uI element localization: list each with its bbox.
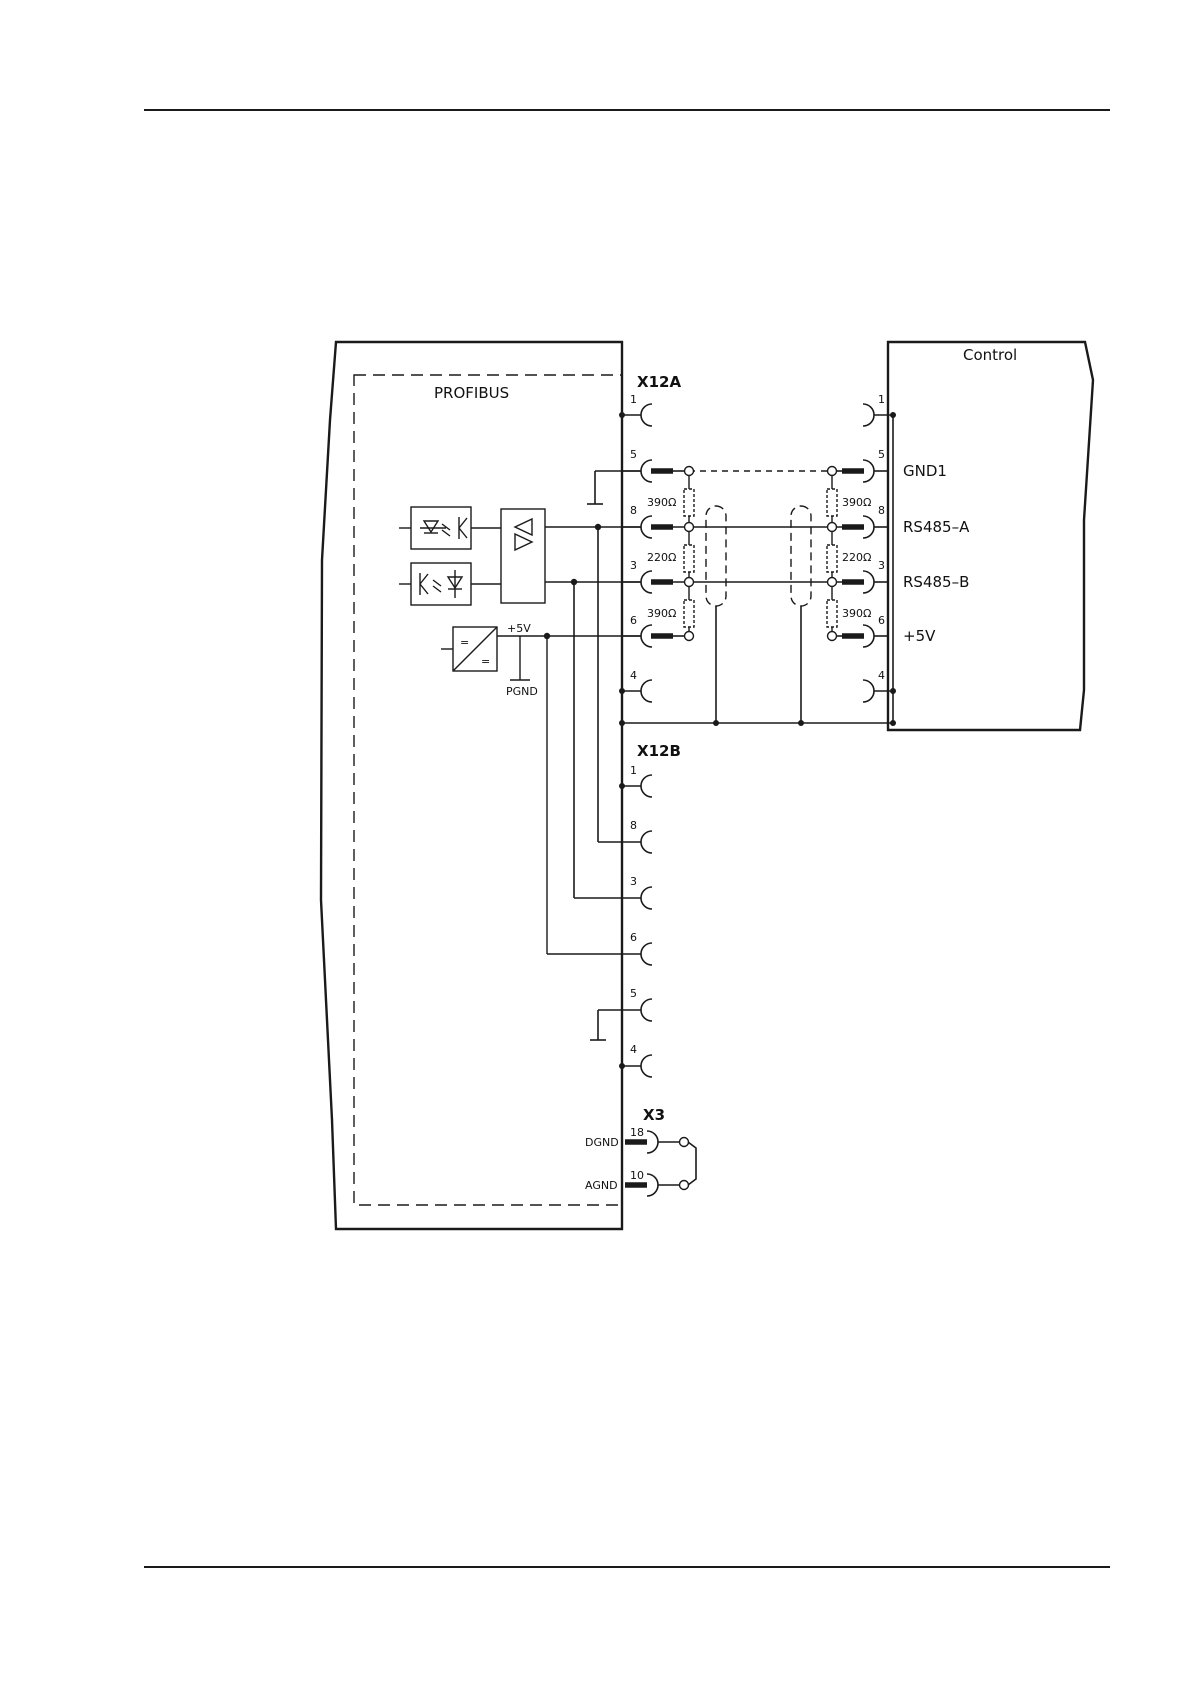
x3-pin-18: 18 [630, 1126, 644, 1139]
profibus-module-boundary [354, 375, 622, 1205]
signal-rs485-b: RS485–B [903, 573, 969, 591]
x12a-pin-8: 8 [630, 504, 637, 517]
resistor-device-390-top: 390Ω [647, 496, 676, 509]
rs485-b-wire [545, 582, 641, 898]
control-pin-1: 1 [878, 393, 885, 406]
optocoupler-rx [399, 563, 471, 605]
x12b-pin-8: 8 [630, 819, 637, 832]
cable-shield-device-end [706, 506, 726, 606]
x12b-sockets [641, 775, 652, 1077]
x3-dgnd-label: DGND [585, 1136, 619, 1149]
resistor-device-390-bottom: 390Ω [647, 607, 676, 620]
bus-lines [673, 471, 842, 636]
resistor-device-220: 220Ω [647, 551, 676, 564]
control-pin-8: 8 [878, 504, 885, 517]
x12a-pin-5: 5 [630, 448, 637, 461]
x12a-label: X12A [637, 373, 681, 391]
control-pin-6: 6 [878, 614, 885, 627]
x12b-pin-1: 1 [630, 764, 637, 777]
psu-plus5v-label: +5V [507, 622, 531, 635]
x12b-pin-3: 3 [630, 875, 637, 888]
x12a-pin5-ground [587, 471, 641, 504]
dcdc-converter [441, 627, 641, 954]
x3-agnd-label: AGND [585, 1179, 618, 1192]
psu-symbol-bottom: = [481, 655, 490, 668]
x3-pin-10: 10 [630, 1169, 644, 1182]
resistor-control-220: 220Ω [842, 551, 871, 564]
control-title: Control [963, 346, 1017, 364]
control-pin-4: 4 [878, 669, 885, 682]
x12b-label: X12B [637, 742, 681, 760]
control-pin-5: 5 [878, 448, 885, 461]
x12a-pin-1: 1 [630, 393, 637, 406]
x3-connector [622, 1131, 696, 1196]
signal-plus5v: +5V [903, 627, 936, 645]
resistor-control-390-top: 390Ω [842, 496, 871, 509]
x12a-pin-3: 3 [630, 559, 637, 572]
device-title: PROFIBUS [434, 384, 509, 402]
rs485-transceiver [471, 509, 545, 603]
x12b-pin-6: 6 [630, 931, 637, 944]
resistor-control-390-bottom: 390Ω [842, 607, 871, 620]
x12a-pin-4: 4 [630, 669, 637, 682]
rs485-a-wire [545, 527, 641, 842]
control-housing-outline [888, 342, 1093, 730]
signal-rs485-a: RS485–A [903, 518, 970, 536]
x12b-pin-5: 5 [630, 987, 637, 1000]
device-housing-outline [321, 342, 622, 1229]
termination-control-side [827, 467, 837, 641]
control-pin-3: 3 [878, 559, 885, 572]
psu-pgnd-label: PGND [506, 685, 538, 698]
optocoupler-tx [399, 507, 471, 549]
plug-bars [651, 471, 864, 636]
psu-symbol-top: = [460, 636, 469, 649]
x12b-pin-4: 4 [630, 1043, 637, 1056]
cable-shield-control-end [791, 506, 811, 606]
signal-gnd1: GND1 [903, 462, 947, 480]
x3-label: X3 [643, 1106, 665, 1124]
x12a-pin-6: 6 [630, 614, 637, 627]
termination-device-side [684, 467, 694, 641]
